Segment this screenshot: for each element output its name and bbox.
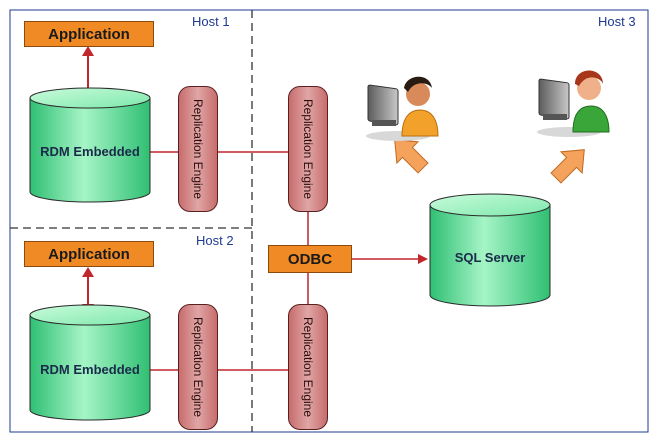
replication-engine-2-label: Replication Engine bbox=[301, 98, 315, 200]
application-box-2: Application bbox=[24, 241, 154, 267]
replication-engine-1-label: Replication Engine bbox=[191, 98, 205, 200]
replication-engine-2: Replication Engine bbox=[288, 86, 328, 212]
replication-engine-3: Replication Engine bbox=[178, 304, 218, 430]
application-box-1: Application bbox=[24, 21, 154, 47]
user-at-computer-icon bbox=[366, 76, 439, 141]
replication-engine-1: Replication Engine bbox=[178, 86, 218, 212]
user-at-computer-icon bbox=[537, 70, 610, 137]
database-sql-server bbox=[429, 193, 551, 307]
database-sql-server-label: SQL Server bbox=[454, 250, 526, 265]
arrowhead-sqlserver bbox=[418, 254, 428, 264]
database-rdm-2 bbox=[29, 304, 151, 421]
database-rdm-1-label: RDM Embedded bbox=[40, 144, 140, 159]
host-1-label: Host 1 bbox=[192, 14, 230, 29]
odbc-box: ODBC bbox=[268, 245, 352, 273]
host-3-label: Host 3 bbox=[598, 14, 636, 29]
replication-engine-3-label: Replication Engine bbox=[191, 316, 205, 418]
database-rdm-2-label: RDM Embedded bbox=[40, 362, 140, 377]
outer-frame bbox=[9, 9, 649, 433]
replication-engine-4: Replication Engine bbox=[288, 304, 328, 430]
replication-engine-4-label: Replication Engine bbox=[301, 316, 315, 418]
database-rdm-1 bbox=[29, 87, 151, 203]
user-arrow-right-shape bbox=[550, 149, 585, 184]
host-2-label: Host 2 bbox=[196, 233, 234, 248]
